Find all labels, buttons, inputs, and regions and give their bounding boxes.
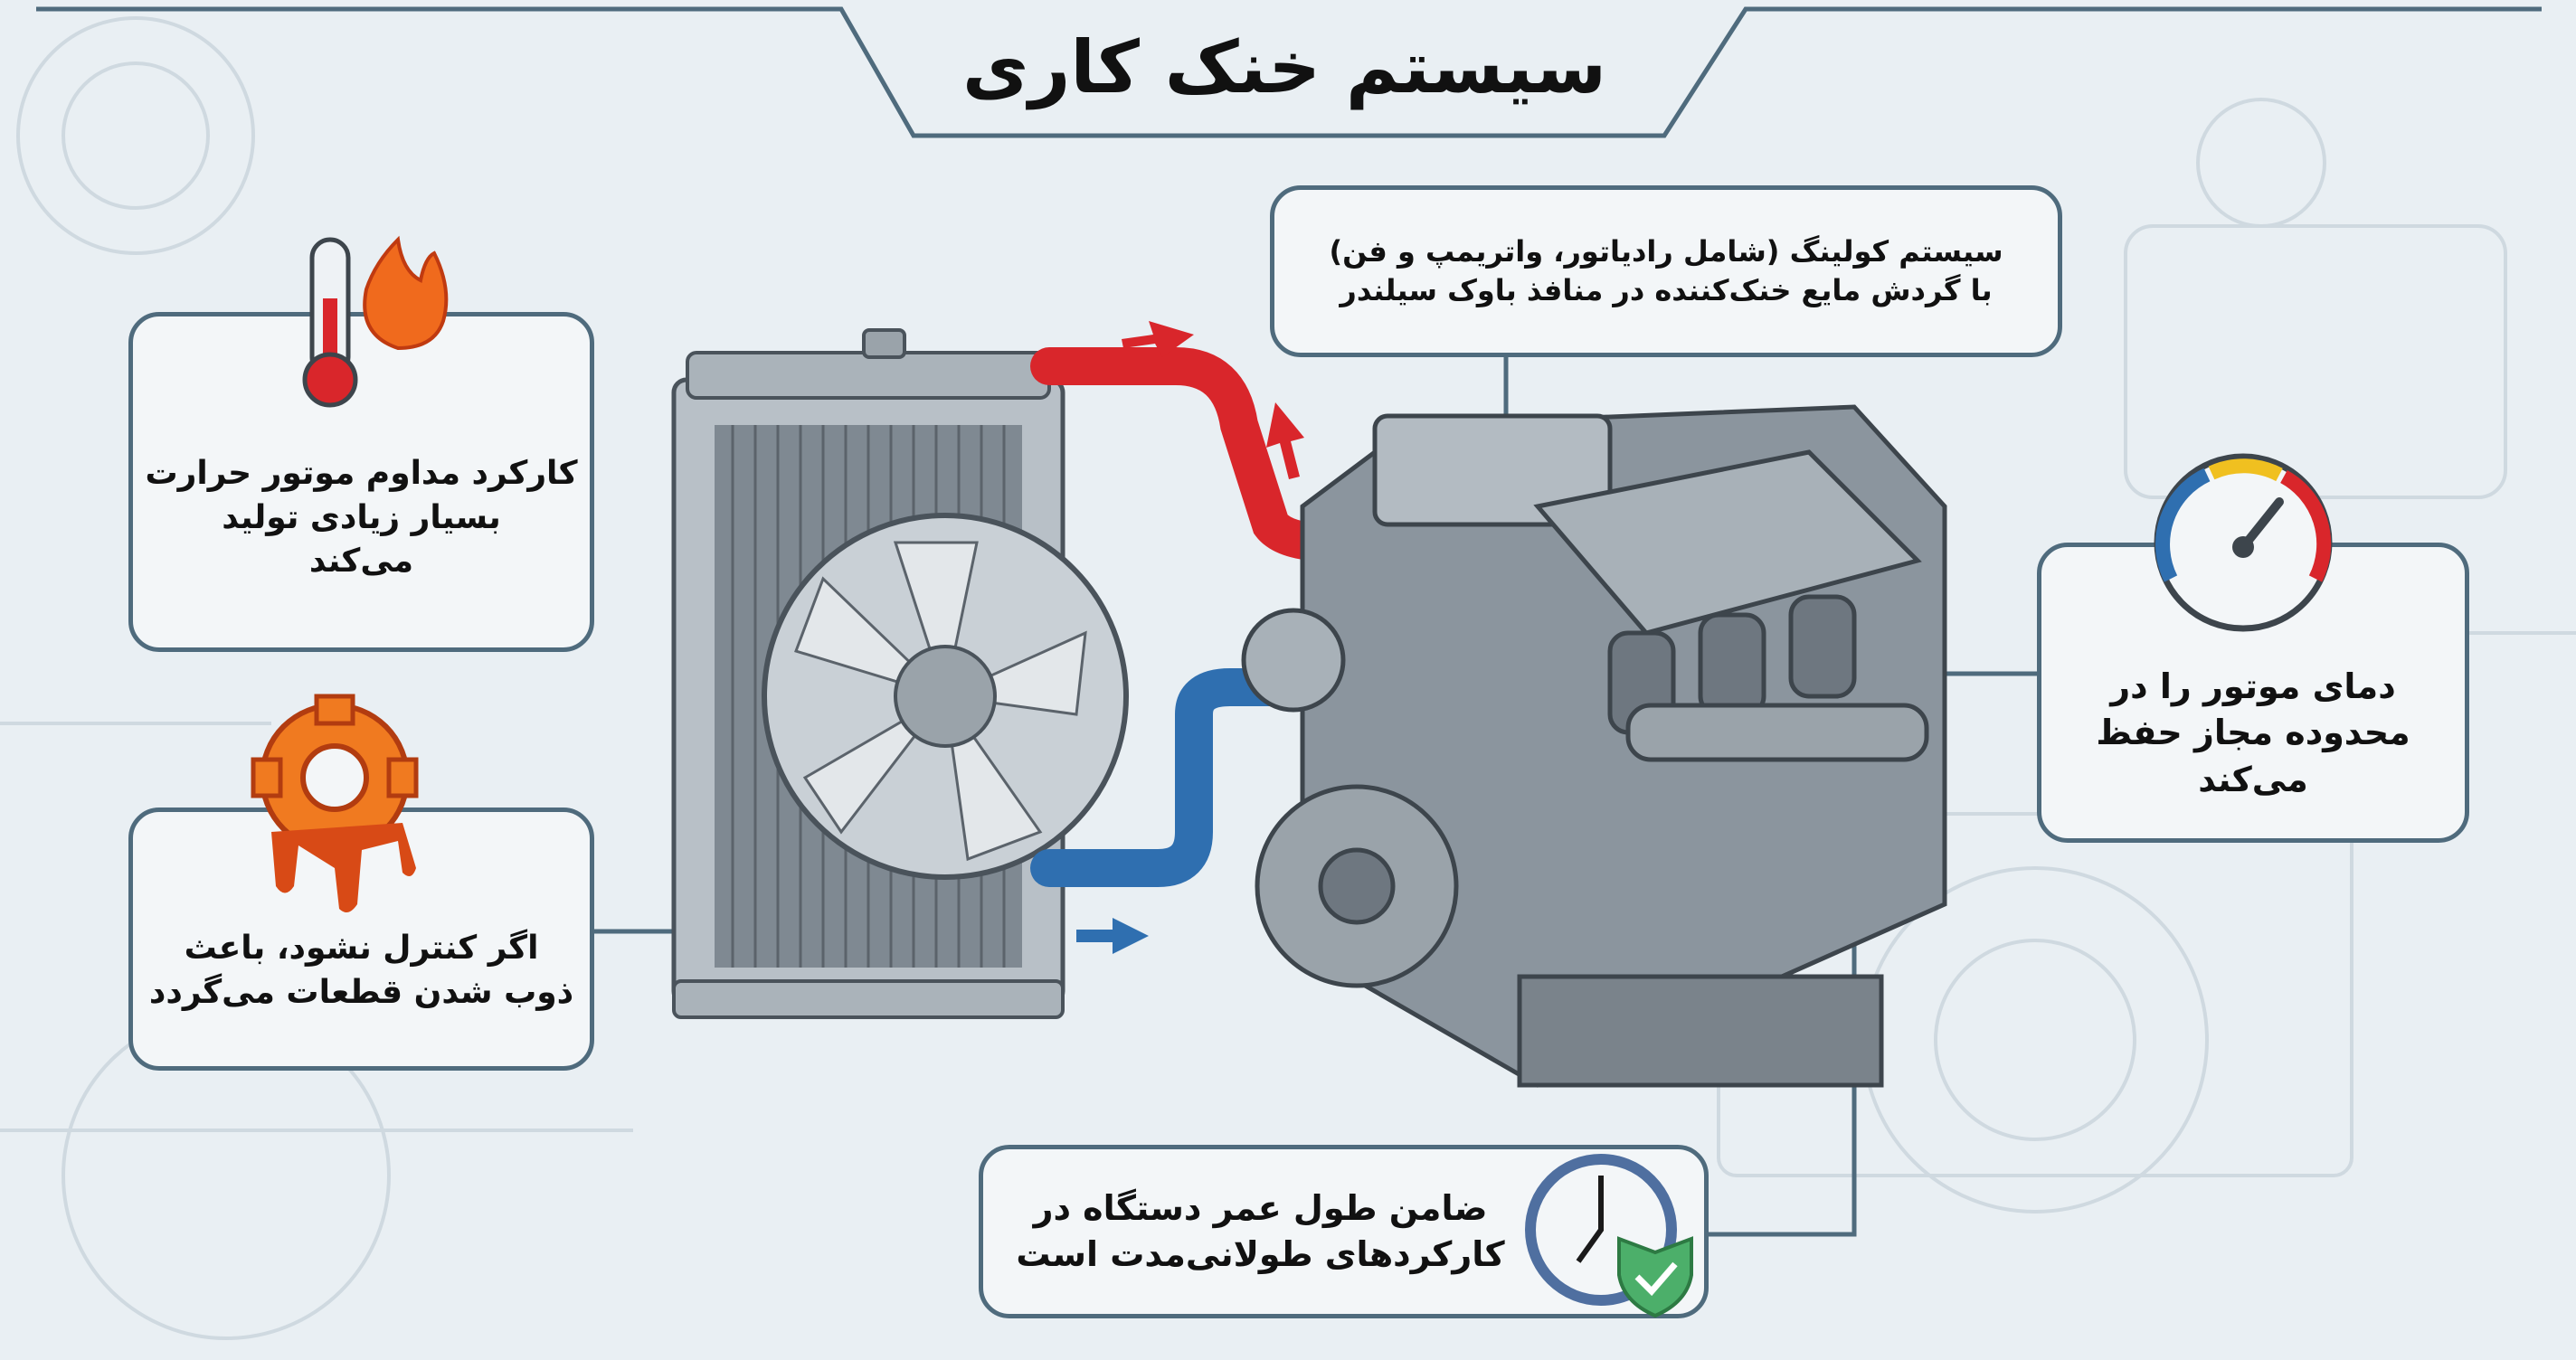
flow-arrows-hot	[1122, 321, 1304, 479]
page-title: سیستم خنک کاری	[962, 25, 1606, 109]
lifetime-box: ضامن طول عمر دستگاه در کارکردهای طولانی‌…	[979, 1145, 1709, 1318]
heat-text: کارکرد مداوم موتور حرارت بسیار زیادی تول…	[145, 455, 578, 581]
flow-arrow-cold	[1076, 918, 1149, 954]
melting-text: اگر کنترل نشود، باعث ذوب شدن قطعات می‌گر…	[148, 929, 574, 1011]
heat-box: کارکرد مداوم موتور حرارت بسیار زیادی تول…	[128, 312, 594, 652]
cold-hose	[1030, 668, 1303, 887]
cooling-system-text: سیستم کولینگ (شامل رادیاتور، واتریمپ و ف…	[1329, 233, 2003, 307]
melting-box: اگر کنترل نشود، باعث ذوب شدن قطعات می‌گر…	[128, 808, 594, 1071]
cooling-system-box: سیستم کولینگ (شامل رادیاتور، واتریمپ و ف…	[1270, 185, 2062, 357]
frame-outline	[36, 6, 2542, 138]
radiator	[671, 328, 1129, 1019]
engine	[1241, 404, 1947, 1088]
temperature-box: دمای موتور را در محدوده مجاز حفظ می‌کند	[2037, 543, 2469, 843]
lifetime-text: ضامن طول عمر دستگاه در کارکردهای طولانی‌…	[1016, 1187, 1505, 1274]
temperature-text: دمای موتور را در محدوده مجاز حفظ می‌کند	[2096, 666, 2410, 799]
